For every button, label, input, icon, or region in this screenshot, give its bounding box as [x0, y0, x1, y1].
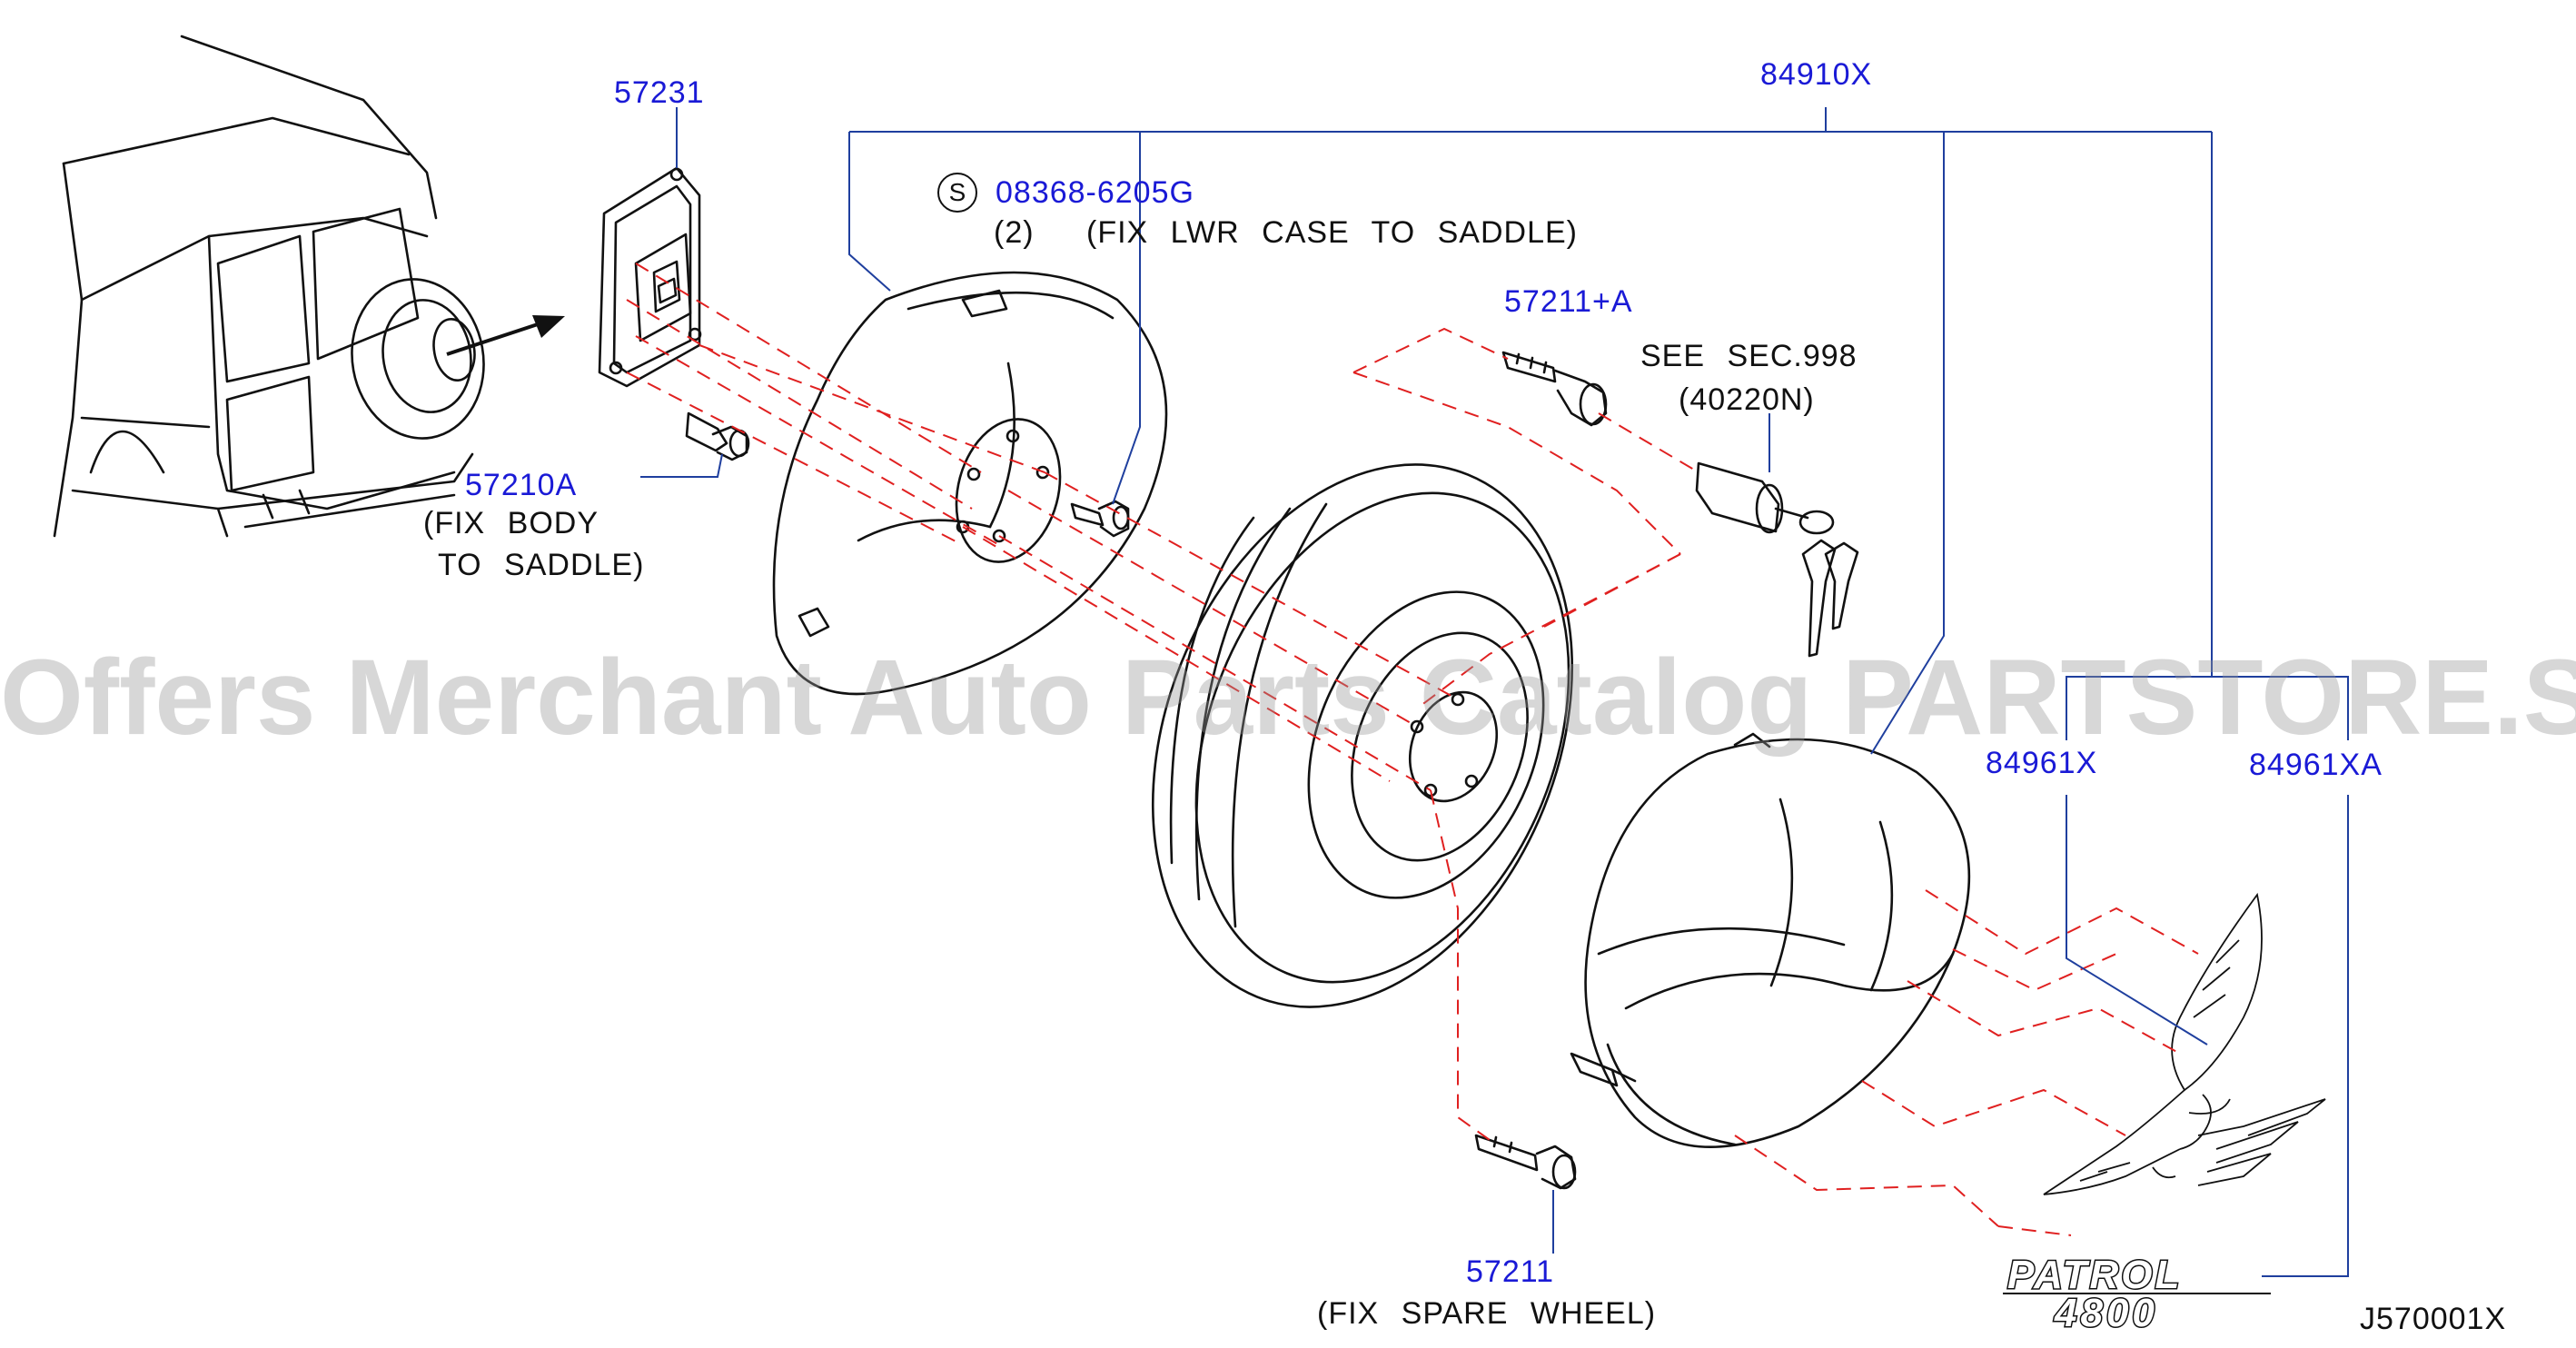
bolt-57211 — [1474, 1134, 1577, 1190]
direction-arrow — [446, 315, 565, 356]
valve-57211a — [1501, 351, 1608, 427]
see-section-998: SEE SEC.998 — [1640, 339, 1858, 373]
part-label-08368-6205g[interactable]: 08368-6205G — [996, 175, 1194, 210]
part-label-84961xa[interactable]: 84961XA — [2249, 748, 2383, 782]
part-label-57211[interactable]: 57211 — [1466, 1254, 1555, 1289]
lock-cylinder-40220n — [1695, 461, 1859, 658]
vehicle-illustration — [53, 35, 485, 538]
lower-case — [772, 271, 1168, 696]
spare-wheel-cover — [1570, 732, 1971, 1149]
ref-40220n: (40220N) — [1679, 382, 1815, 417]
note-fix-lwr-case: (FIX LWR CASE TO SADDLE) — [1086, 215, 1578, 250]
part-label-57231[interactable]: 57231 — [614, 75, 705, 110]
saddle-bracket-57231 — [598, 166, 702, 388]
badge-line-4800: 4800 — [2054, 1291, 2158, 1335]
spare-wheel — [1151, 463, 1574, 1008]
note-fix-spare-wheel: (FIX SPARE WHEEL) — [1317, 1296, 1657, 1331]
leader-lines — [640, 107, 2349, 1277]
quantity-08368: (2) — [994, 215, 1035, 250]
bolt-57210a — [685, 411, 750, 461]
badge-line-patrol: PATROL — [2007, 1253, 2182, 1297]
eagle-emblem-84961x — [2043, 892, 2326, 1195]
part-label-84910x[interactable]: 84910X — [1760, 57, 1873, 92]
figure-code: J570001X — [2360, 1302, 2507, 1336]
s-marker-circle: S — [937, 173, 977, 213]
part-label-57211a[interactable]: 57211+A — [1504, 284, 1633, 319]
hidden-lines — [626, 263, 2199, 1236]
patrol-4800-badge: PATROL 4800 — [2003, 1252, 2271, 1337]
part-label-84961x[interactable]: 84961X — [1986, 746, 2098, 780]
note-fix-body-line2: TO SADDLE) — [438, 548, 645, 582]
bolt-08368-6205g — [1070, 500, 1130, 538]
note-fix-body-line1: (FIX BODY — [423, 506, 599, 540]
part-label-57210a[interactable]: 57210A — [465, 468, 578, 502]
